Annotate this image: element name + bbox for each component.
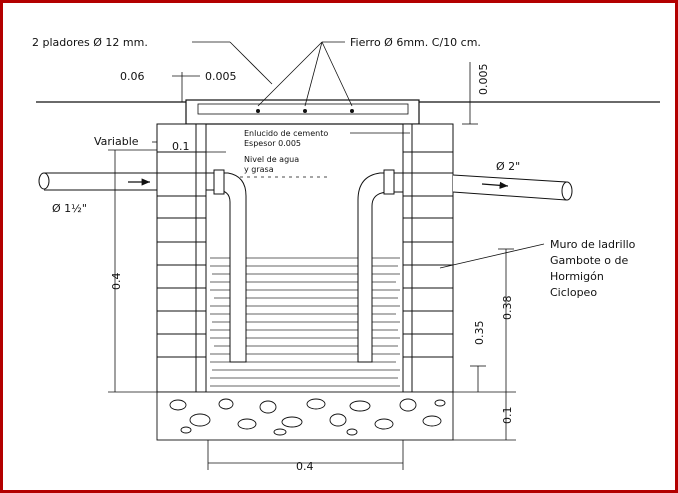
outlet-tee-pipe [357, 169, 404, 363]
label-dim-04-bottom: 0.4 [296, 460, 314, 473]
label-dim-04-left: 0.4 [110, 273, 123, 291]
label-enlucido-1: Enlucido de cemento [244, 129, 328, 138]
label-pilares: 2 pladores Ø 12 mm. [32, 36, 148, 49]
label-variable: Variable [94, 135, 139, 148]
label-enlucido-2: Espesor 0.005 [244, 139, 301, 148]
label-dim-0005-top: 0.005 [205, 70, 237, 83]
concrete-lid [185, 99, 420, 125]
label-dim-01-bottom: 0.1 [501, 407, 514, 425]
left-brick-wall [156, 123, 207, 393]
label-muro-2: Gambote o de [550, 254, 628, 267]
outlet-pipe [452, 174, 573, 201]
label-nivel-2: y grasa [244, 165, 274, 174]
inlet-pipe [38, 172, 158, 191]
label-dim-006: 0.06 [120, 70, 145, 83]
dimension-lines [108, 62, 516, 470]
leader-lines [152, 41, 545, 269]
inlet-tee-pipe [205, 169, 247, 363]
label-nivel-1: Nivel de agua [244, 155, 299, 164]
label-dim-035: 0.35 [473, 321, 486, 346]
label-muro-4: Ciclopeo [550, 286, 597, 299]
right-brick-wall [402, 123, 454, 393]
label-muro-3: Hormigón [550, 270, 604, 283]
label-pipe-left: Ø 1½" [52, 202, 87, 215]
gravel-base [156, 391, 454, 441]
label-dim-038: 0.38 [501, 296, 514, 321]
label-fierro: Fierro Ø 6mm. C/10 cm. [350, 36, 481, 49]
label-dim-01-left: 0.1 [172, 140, 190, 153]
label-pipe-right: Ø 2" [496, 160, 520, 173]
label-muro-1: Muro de ladrillo [550, 238, 636, 251]
label-dim-0005-right: 0.005 [477, 64, 490, 96]
